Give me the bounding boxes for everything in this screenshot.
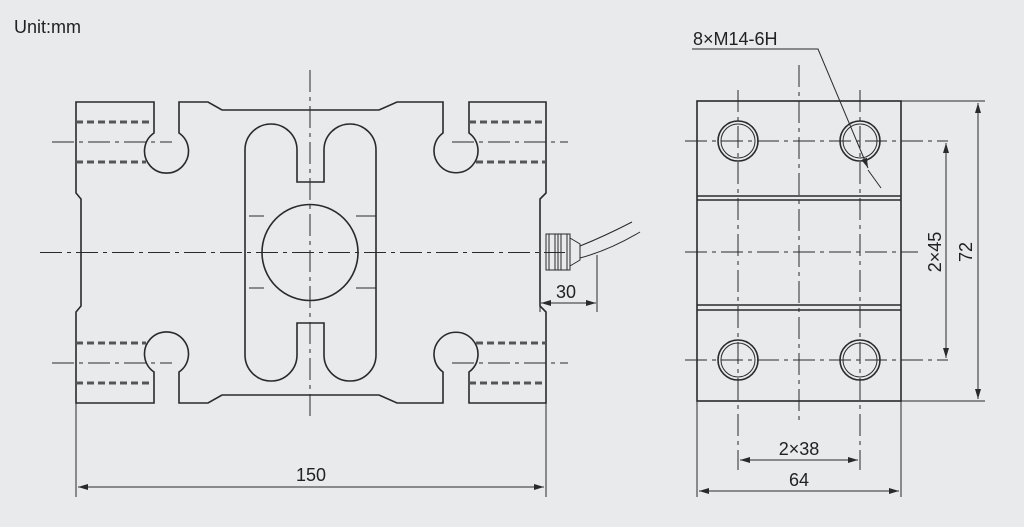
front-view: 150 30 bbox=[40, 70, 641, 497]
thread-callout-label: 8×M14-6H bbox=[693, 29, 778, 49]
connector-dimension-label: 30 bbox=[556, 282, 576, 302]
width-dimension-label: 150 bbox=[296, 465, 326, 485]
side-centerlines bbox=[685, 65, 948, 470]
hidden-bore-lines bbox=[76, 120, 546, 385]
side-width-label: 64 bbox=[789, 470, 809, 490]
unit-label: Unit:mm bbox=[14, 17, 81, 37]
thread-leader-tail bbox=[867, 169, 882, 189]
cable bbox=[579, 221, 641, 259]
central-slot-outline bbox=[244, 123, 377, 382]
vertical-spacing-label: 2×45 bbox=[925, 232, 945, 273]
side-view: 72 2×45 2×38 64 8×M14-6H bbox=[685, 29, 985, 497]
side-extension-lines bbox=[696, 100, 985, 497]
web-lines bbox=[249, 215, 376, 289]
centerlines bbox=[40, 70, 568, 418]
horizontal-spacing-label: 2×38 bbox=[779, 439, 820, 459]
thread-leader-line bbox=[692, 48, 869, 169]
extension-lines bbox=[75, 255, 598, 497]
height-dimension-label: 72 bbox=[956, 242, 976, 262]
cable-connector bbox=[545, 221, 641, 271]
